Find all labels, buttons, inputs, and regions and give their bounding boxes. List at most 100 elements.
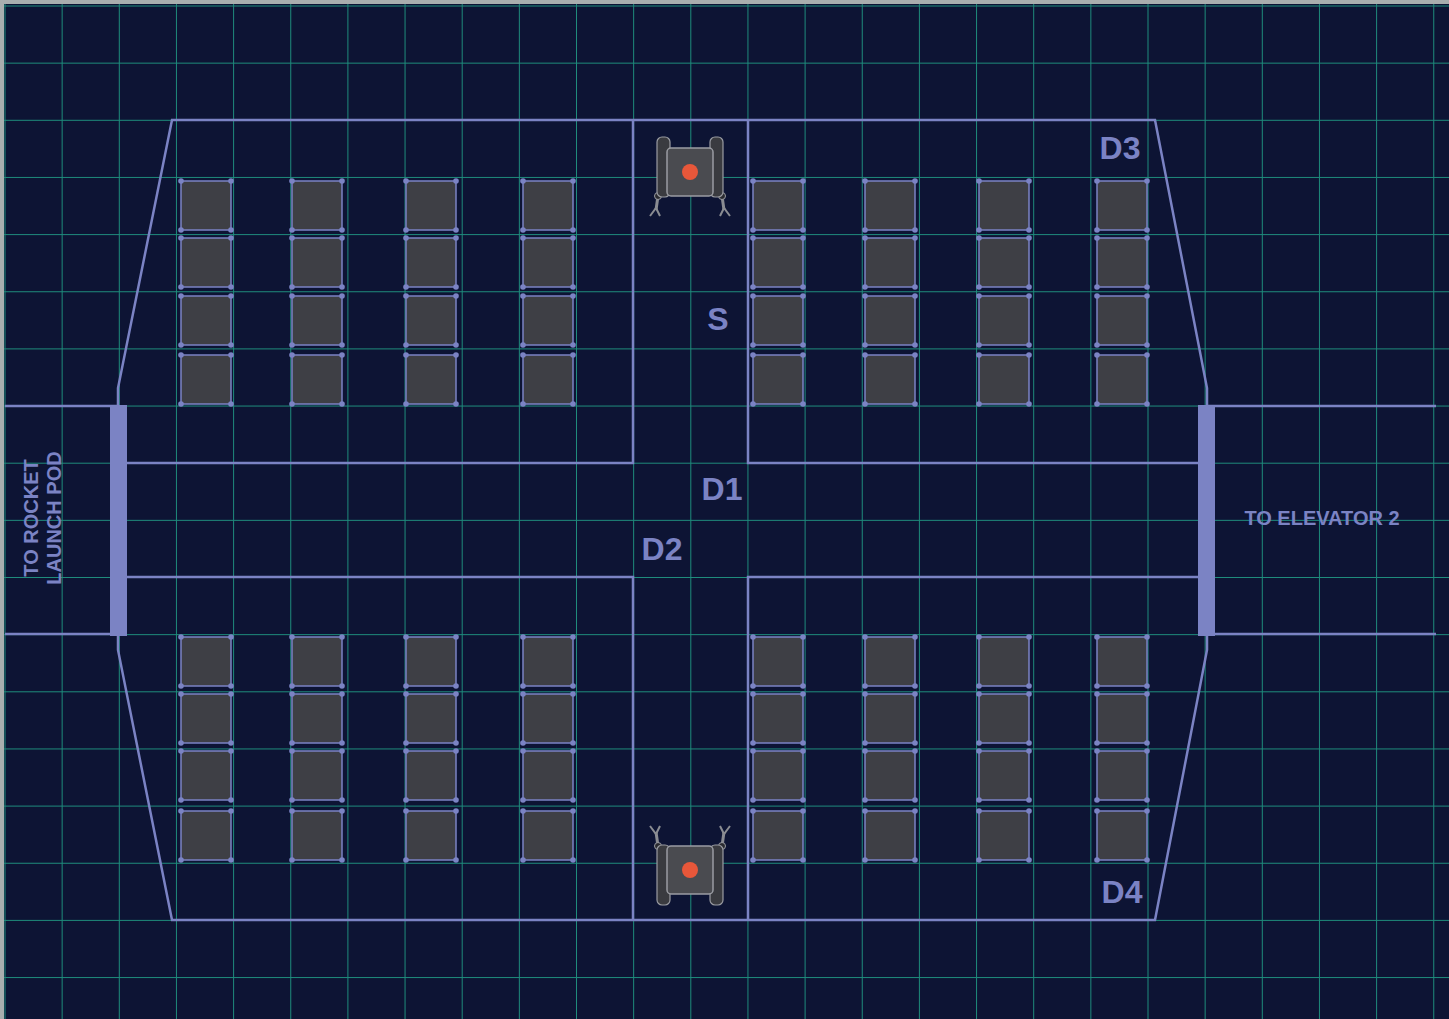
- crate-corner: [1094, 352, 1100, 358]
- crate-corner: [976, 857, 982, 863]
- crate-corner: [178, 227, 184, 233]
- crate-body: [523, 355, 573, 404]
- crate-corner: [750, 293, 756, 299]
- crate-body: [292, 751, 342, 800]
- zone-label: D4: [1102, 876, 1143, 908]
- crate: [520, 178, 576, 233]
- crate: [403, 178, 459, 233]
- zone-label: S: [707, 303, 728, 335]
- crate-corner: [800, 634, 806, 640]
- crate: [1094, 691, 1150, 746]
- crate-corner: [289, 748, 295, 754]
- crate-body: [1097, 355, 1147, 404]
- crate-corner: [976, 352, 982, 358]
- crate: [520, 634, 576, 689]
- crate: [750, 178, 806, 233]
- exit-label: TO ELEVATOR 2: [1244, 508, 1399, 528]
- label-anchor: D3: [1100, 132, 1141, 164]
- crate: [403, 352, 459, 407]
- crate-corner: [912, 797, 918, 803]
- crate-body: [1097, 181, 1147, 230]
- crate-corner: [1094, 178, 1100, 184]
- crate-corner: [1094, 293, 1100, 299]
- crate-corner: [403, 342, 409, 348]
- crate-corner: [800, 342, 806, 348]
- crate-corner: [912, 691, 918, 697]
- crate-corner: [800, 293, 806, 299]
- crate-corner: [1144, 293, 1150, 299]
- crate-corner: [976, 683, 982, 689]
- crate-body: [865, 694, 915, 743]
- crate-body: [523, 181, 573, 230]
- crate-corner: [228, 227, 234, 233]
- crate-corner: [520, 342, 526, 348]
- crate-corner: [976, 342, 982, 348]
- crate-corner: [1026, 748, 1032, 754]
- crate-body: [979, 751, 1029, 800]
- crate: [862, 235, 918, 290]
- crate-corner: [453, 227, 459, 233]
- crate-corner: [1026, 227, 1032, 233]
- zone-label: D1: [702, 473, 743, 505]
- crate-corner: [1144, 401, 1150, 407]
- crate-corner: [570, 284, 576, 290]
- crate: [289, 235, 345, 290]
- crate-corner: [453, 748, 459, 754]
- crate-corner: [178, 284, 184, 290]
- crate-corner: [1094, 634, 1100, 640]
- crate-corner: [750, 342, 756, 348]
- crate-corner: [1144, 227, 1150, 233]
- crate-corner: [453, 352, 459, 358]
- crate-corner: [862, 634, 868, 640]
- crate-corner: [570, 293, 576, 299]
- crate-corner: [228, 284, 234, 290]
- crate-body: [523, 637, 573, 686]
- crate-corner: [750, 352, 756, 358]
- crate-corner: [750, 857, 756, 863]
- crate: [750, 691, 806, 746]
- crate: [289, 634, 345, 689]
- crate-body: [181, 811, 231, 860]
- crate-body: [292, 637, 342, 686]
- crate-body: [979, 811, 1029, 860]
- exit-label: TO ROCKET LAUNCH POD: [20, 448, 66, 588]
- crate-corner: [976, 178, 982, 184]
- crate-corner: [453, 797, 459, 803]
- crate-corner: [520, 352, 526, 358]
- crate-corner: [520, 683, 526, 689]
- crate: [750, 235, 806, 290]
- crate-corner: [976, 284, 982, 290]
- crate: [976, 235, 1032, 290]
- crate-corner: [289, 284, 295, 290]
- crate-corner: [976, 740, 982, 746]
- crate-corner: [750, 748, 756, 754]
- crate: [1094, 293, 1150, 348]
- crate-corner: [750, 284, 756, 290]
- crate-corner: [1144, 284, 1150, 290]
- crate-corner: [1026, 691, 1032, 697]
- crate-body: [406, 637, 456, 686]
- crate-body: [292, 181, 342, 230]
- crate: [289, 808, 345, 863]
- crate-corner: [862, 284, 868, 290]
- crate-corner: [1144, 683, 1150, 689]
- crate: [178, 352, 234, 407]
- crate-corner: [339, 634, 345, 640]
- wall: [5, 405, 118, 408]
- crate-corner: [520, 235, 526, 241]
- crate-corner: [228, 857, 234, 863]
- crate-corner: [178, 401, 184, 407]
- crate-corner: [228, 401, 234, 407]
- crate-corner: [862, 748, 868, 754]
- crate-corner: [228, 342, 234, 348]
- crate: [750, 634, 806, 689]
- crate-corner: [339, 401, 345, 407]
- crate-corner: [453, 293, 459, 299]
- crate-corner: [1094, 748, 1100, 754]
- crate-body: [979, 296, 1029, 345]
- crate-corner: [178, 748, 184, 754]
- label-anchor: TO ROCKET LAUNCH POD: [20, 448, 66, 588]
- crate-corner: [1144, 691, 1150, 697]
- crate-corner: [750, 808, 756, 814]
